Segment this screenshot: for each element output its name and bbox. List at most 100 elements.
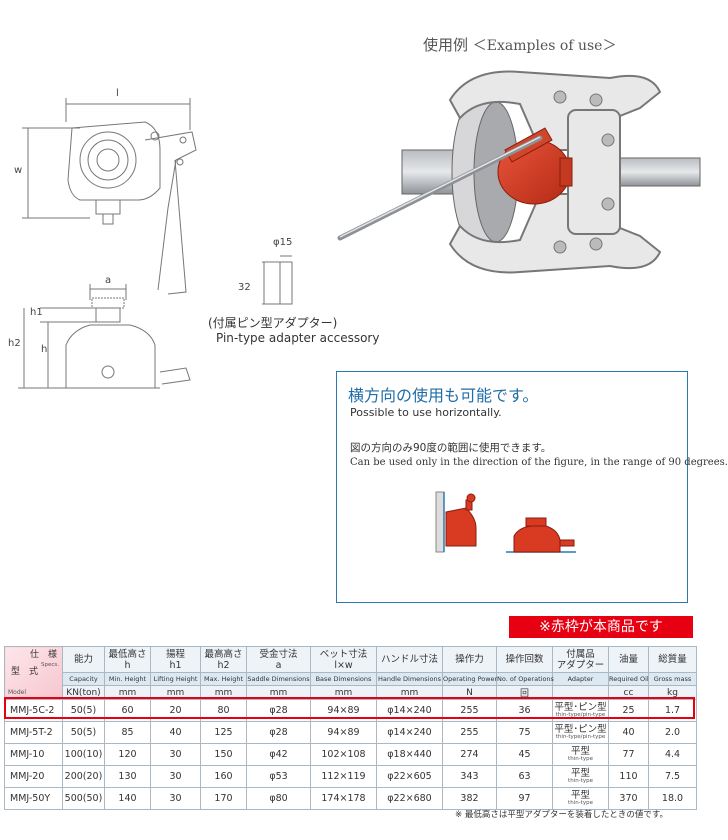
cell-lift: 30 — [150, 787, 201, 810]
cell-min-h: 130 — [104, 765, 151, 788]
cell-lift: 40 — [150, 721, 201, 744]
column-header-en: Handle Dimensions — [376, 672, 443, 686]
cell-power: 274 — [442, 743, 497, 766]
horizontal-orientation-illustration — [435, 491, 576, 553]
column-header-jp: 最高高さ h2 — [200, 646, 247, 673]
column-header-en: Capacity — [62, 672, 105, 686]
cell-min-h: 120 — [104, 743, 151, 766]
column-header-en: No. of Operations — [496, 672, 554, 686]
column-unit: cc — [608, 685, 649, 700]
cell-oil: 40 — [608, 721, 649, 744]
adapter-caption-jp: (付属ピン型アダプター) — [208, 316, 338, 330]
examples-title-jp: 使用例 — [423, 36, 469, 54]
column-header-en: Min. Height — [104, 672, 151, 686]
adapter-type-en: thin-type — [568, 778, 593, 784]
table-footnote: ※ 最低高さは平型アダプターを装着したときの値です。 — [455, 810, 668, 820]
cell-max-h: 160 — [200, 765, 247, 788]
cell-power: 343 — [442, 765, 497, 788]
adapter-type-en: thin-type/pin-type — [555, 712, 606, 718]
column-header-jp: 揚程 h1 — [150, 646, 201, 673]
cell-saddle: φ53 — [246, 765, 311, 788]
examples-title-en: ＜Examples of use＞ — [472, 38, 617, 54]
horizontal-usage-note-en: Can be used only in the direction of the… — [350, 457, 728, 468]
column-header-jp: 操作回数 — [496, 646, 553, 673]
cell-handle: φ18×440 — [376, 743, 443, 766]
column-unit: mm — [310, 685, 377, 700]
column-header-jp: 操作力 — [442, 646, 497, 673]
adapter-type-en: thin-type/pin-type — [555, 734, 606, 740]
jack-top-view-drawing — [22, 98, 197, 295]
dim-label-h1: h1 — [30, 307, 43, 318]
horizontal-usage-subtitle: Possible to use horizontally. — [350, 406, 502, 419]
column-header-en: Base Dimensions — [310, 672, 377, 686]
horizontal-usage-title: 横方向の使用も可能です。 — [348, 386, 539, 405]
model-corner-label: 型 式 — [11, 667, 39, 677]
model-cell: MMJ-50Y — [4, 787, 63, 810]
cell-oil: 77 — [608, 743, 649, 766]
column-header-en: Lifting Height — [150, 672, 201, 686]
column-header-en: Adapter — [552, 672, 609, 686]
column-header-jp: 最低高さ h — [104, 646, 151, 673]
cell-capacity: 100(10) — [62, 743, 105, 766]
cell-mass: 2.0 — [648, 721, 697, 744]
column-header-en: Saddle Dimensions — [246, 672, 311, 686]
column-header-jp: 付属品 アダプター — [552, 646, 609, 673]
cell-ops: 45 — [496, 743, 553, 766]
column-header-jp: ハンドル寸法 — [376, 646, 443, 673]
cell-max-h: 125 — [200, 721, 247, 744]
column-unit: mm — [150, 685, 201, 700]
cell-min-h: 85 — [104, 721, 151, 744]
column-header-jp: 油量 — [608, 646, 649, 673]
examples-title: 使用例 ＜Examples of use＞ — [423, 34, 616, 55]
adapter-type-jp: 平型 — [570, 790, 590, 801]
horizontal-usage-panel — [336, 371, 688, 603]
column-unit: KN(ton) — [62, 685, 105, 700]
cell-base: 174×178 — [310, 787, 377, 810]
adapter-caption-en: Pin-type adapter accessory — [216, 331, 380, 345]
cell-handle: φ22×680 — [376, 787, 443, 810]
cell-max-h: 170 — [200, 787, 247, 810]
cell-saddle: φ80 — [246, 787, 311, 810]
gear-puller-illustration — [337, 70, 701, 274]
cell-capacity: 200(20) — [62, 765, 105, 788]
cell-mass: 4.4 — [648, 743, 697, 766]
cell-mass: 18.0 — [648, 787, 697, 810]
cell-ops: 97 — [496, 787, 553, 810]
cell-lift: 30 — [150, 743, 201, 766]
cell-saddle: φ42 — [246, 743, 311, 766]
cell-handle: φ14×240 — [376, 721, 443, 744]
adapter-type-jp: 平型･ピン型 — [554, 724, 607, 735]
model-cell: MMJ-5T-2 — [4, 721, 63, 744]
column-unit: mm — [200, 685, 247, 700]
column-header-jp: 受金寸法 a — [246, 646, 311, 673]
column-header-en: Required Oil — [608, 672, 649, 686]
cell-saddle: φ28 — [246, 721, 311, 744]
adapter-type-jp: 平型 — [570, 746, 590, 757]
column-unit: mm — [104, 685, 151, 700]
column-header-jp: 総質量 — [648, 646, 697, 673]
adapter-type-en: thin-type — [568, 756, 593, 762]
model-cell: MMJ-10 — [4, 743, 63, 766]
table-corner-header: 仕 様 Specs. 型 式 Model — [4, 646, 63, 700]
column-unit: kg — [648, 685, 697, 700]
cell-base: 94×89 — [310, 721, 377, 744]
dim-label-a: a — [105, 275, 112, 286]
adapter-type-jp: 平型 — [570, 768, 590, 779]
adapter-type-jp: 平型･ピン型 — [554, 702, 607, 713]
model-corner-label-en: Model — [8, 689, 27, 696]
adapter-type-en: thin-type — [568, 800, 593, 806]
cell-power: 255 — [442, 721, 497, 744]
cell-min-h: 140 — [104, 787, 151, 810]
dim-label-h2: h2 — [8, 338, 21, 349]
spec-corner-label-en: Specs. — [40, 662, 59, 668]
column-header-jp: ベット寸法 l×w — [310, 646, 377, 673]
cell-capacity: 50(5) — [62, 721, 105, 744]
